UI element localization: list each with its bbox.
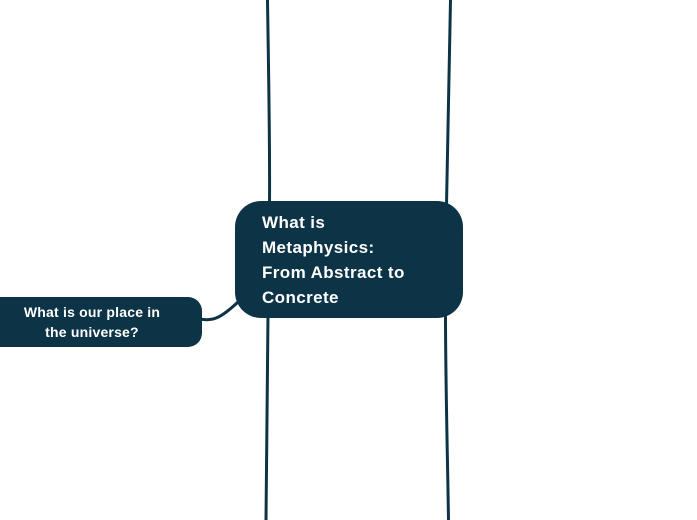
central-node-text-line: What is (262, 212, 326, 232)
central-node-text-line: From Abstract to (262, 262, 405, 282)
central-node-text-line: Metaphysics: (262, 237, 375, 257)
central-node-text-line: Concrete (262, 287, 339, 307)
edge-child-connector (197, 300, 240, 322)
mindmap-node-central[interactable]: What is Metaphysics: From Abstract to Co… (235, 201, 463, 318)
child-node-text-line: the universe? (45, 324, 139, 340)
edge-top-left-line (266, 0, 272, 206)
child-node-text-line: What is our place in (23, 304, 161, 320)
edge-bottom-left-line (264, 313, 270, 520)
edge-top-right-line (445, 0, 452, 206)
mindmap-node-child[interactable]: What is our place in the universe? (0, 297, 202, 347)
edge-bottom-right-line (444, 313, 450, 520)
